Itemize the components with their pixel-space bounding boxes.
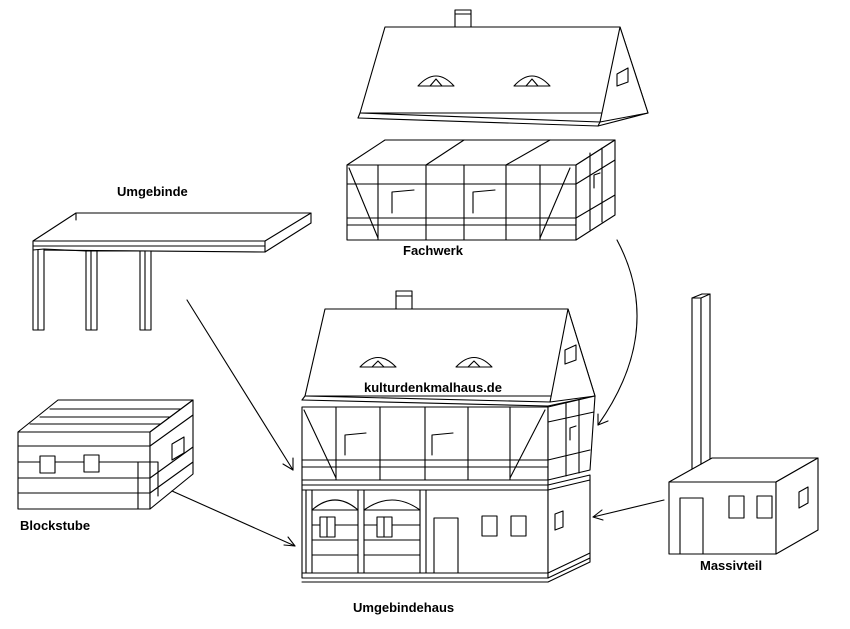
window-icon	[511, 516, 526, 536]
window-icon	[84, 455, 99, 472]
window-icon	[40, 456, 55, 473]
door-icon	[138, 462, 158, 509]
arrow-fachwerk-to-house	[598, 240, 637, 425]
label-fachwerk: Fachwerk	[403, 243, 463, 258]
umgebinde-component	[33, 213, 311, 330]
arrow-massivteil-to-house	[593, 500, 664, 520]
gable-window-icon	[565, 345, 576, 364]
label-umgebinde: Umgebinde	[117, 184, 188, 199]
arrow-umgebinde-to-house	[187, 300, 293, 470]
watermark-text: kulturdenkmalhaus.de	[364, 380, 502, 395]
window-icon	[757, 496, 772, 518]
umgebindehaus-assembled	[302, 291, 595, 582]
label-massivteil: Massivteil	[700, 558, 763, 573]
window-icon	[555, 511, 563, 530]
blockstube-component	[18, 400, 193, 509]
window-icon	[172, 437, 184, 460]
label-blockstube: Blockstube	[20, 518, 91, 533]
fachwerk-component	[347, 140, 615, 240]
arrows	[172, 240, 664, 546]
window-icon	[729, 496, 744, 518]
window-icon	[482, 516, 497, 536]
door-icon	[434, 518, 458, 573]
dormer-right-icon	[456, 358, 492, 368]
gable-window-icon	[617, 68, 628, 86]
door-icon	[680, 498, 703, 554]
window-icon	[799, 487, 808, 508]
dormer-left-icon	[418, 76, 454, 86]
label-umgebindehaus: Umgebindehaus	[353, 600, 455, 615]
dormer-right-icon	[514, 76, 550, 86]
chimney-icon	[396, 291, 412, 309]
massivteil-component	[669, 294, 818, 554]
roof-component	[358, 10, 648, 126]
arrow-blockstube-to-house	[172, 491, 295, 546]
dormer-left-icon	[360, 358, 396, 368]
chimney-icon	[455, 10, 471, 27]
